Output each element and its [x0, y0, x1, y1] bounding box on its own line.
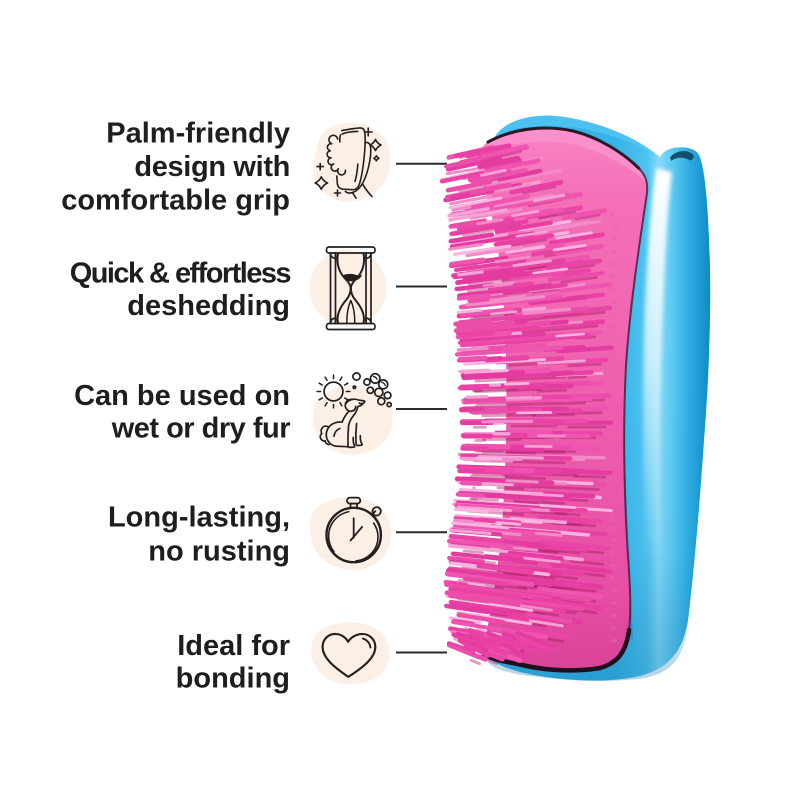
svg-text:Quick & effortless: Quick & effortless — [70, 258, 291, 290]
svg-text:deshedding: deshedding — [127, 290, 290, 322]
svg-text:Palm-friendly: Palm-friendly — [106, 117, 290, 149]
svg-text:comfortable grip: comfortable grip — [61, 185, 290, 217]
svg-text:design with: design with — [134, 151, 290, 183]
svg-text:bonding: bonding — [176, 663, 290, 695]
svg-text:Long-lasting,: Long-lasting, — [108, 502, 290, 534]
svg-text:Ideal for: Ideal for — [177, 630, 290, 662]
svg-text:no rusting: no rusting — [148, 536, 290, 568]
svg-text:Can be used on: Can be used on — [74, 380, 290, 412]
svg-text:wet or dry fur: wet or dry fur — [111, 413, 291, 445]
